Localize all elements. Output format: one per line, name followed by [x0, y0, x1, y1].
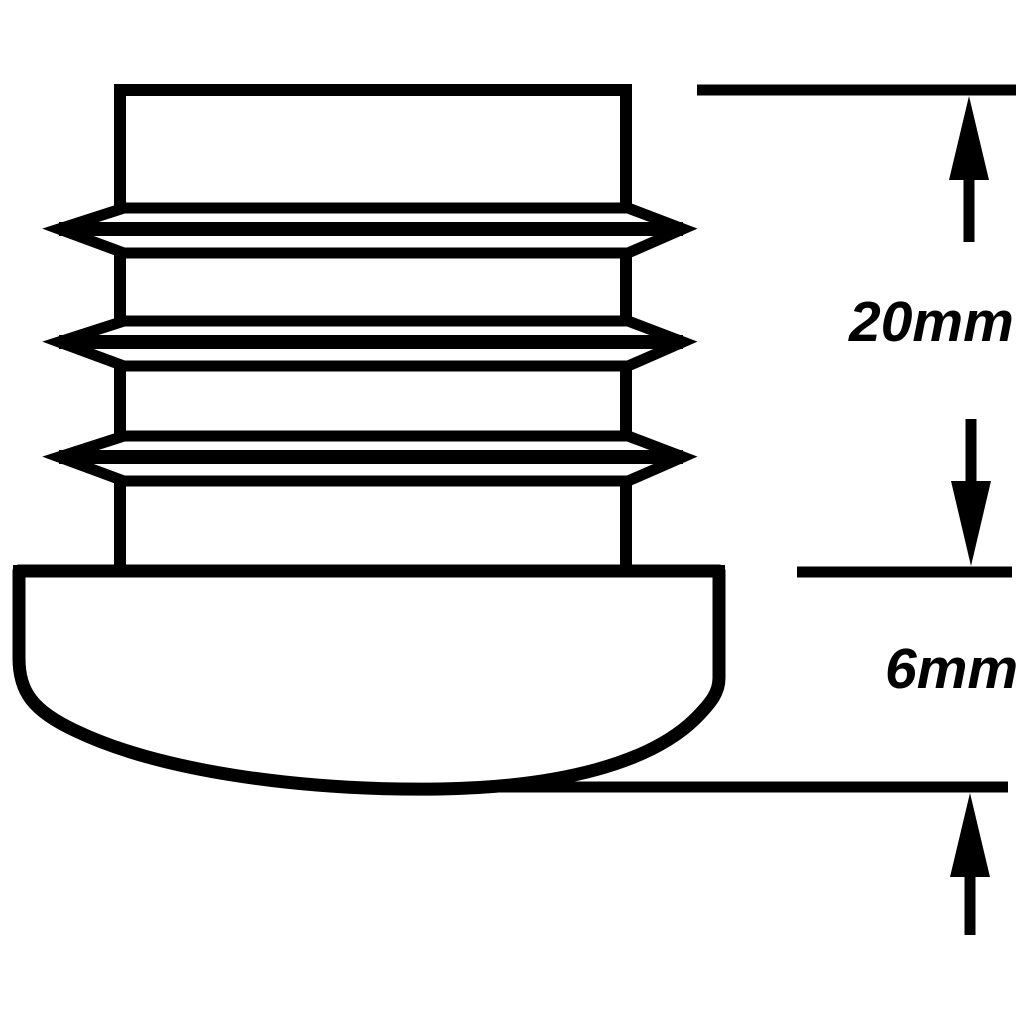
dimension-label-6mm: 6mm	[885, 637, 1018, 701]
dimension-6mm: 6mm	[490, 637, 1018, 935]
plug-dome-cap	[12, 564, 726, 796]
arrow-down-icon	[951, 419, 991, 566]
arrow-down-head	[951, 481, 991, 566]
arrow-up-head	[950, 793, 990, 877]
dimension-label-20mm: 20mm	[848, 290, 1014, 354]
arrow-up-icon	[949, 96, 989, 242]
cap-outline	[12, 564, 726, 796]
arrow-up-head	[949, 96, 989, 180]
arrow-up-shaft	[964, 875, 976, 935]
plug-fin-1	[42, 202, 698, 259]
arrow-down-shaft	[965, 419, 977, 483]
plug-fin-3	[42, 430, 698, 487]
plug-fin-2	[42, 315, 698, 372]
dimension-20mm: 20mm	[697, 84, 1016, 578]
arrow-up-shaft	[963, 178, 975, 242]
arrow-up-icon	[950, 793, 990, 935]
